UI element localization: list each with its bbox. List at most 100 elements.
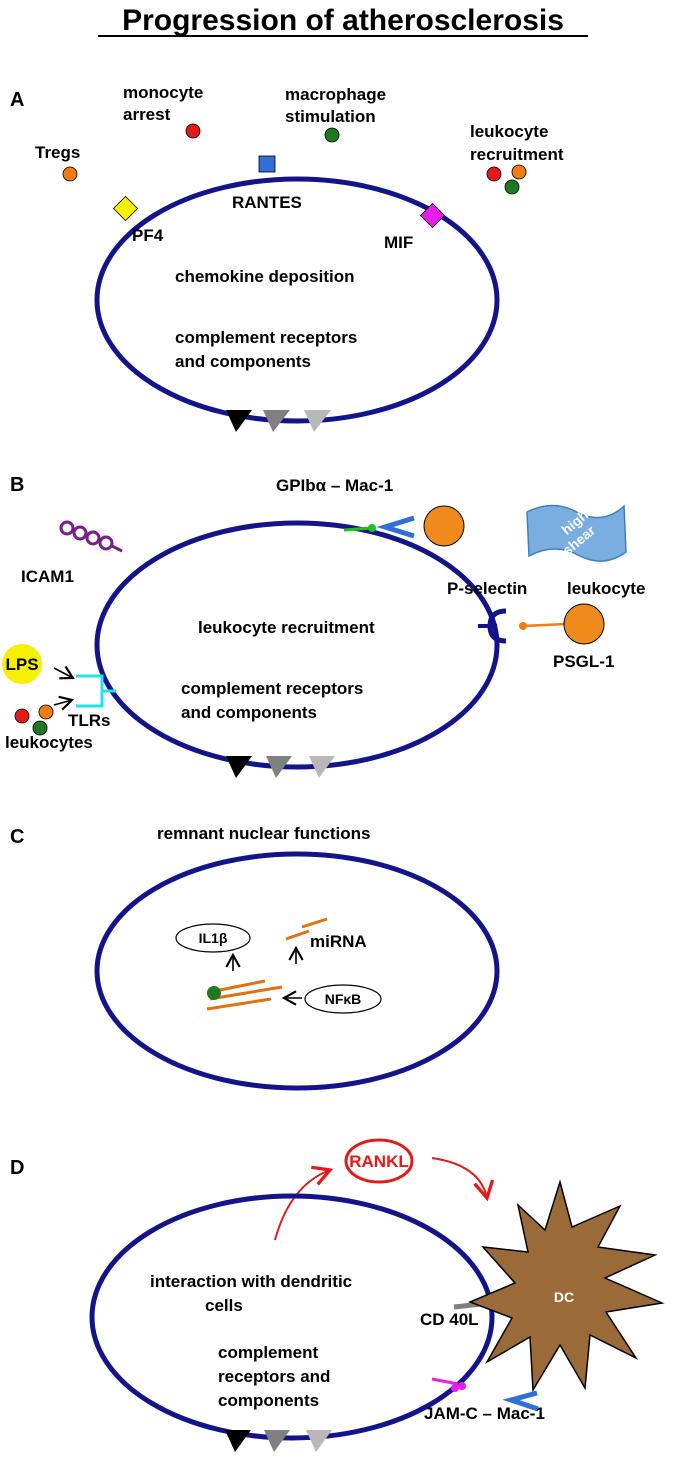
receptor-triangle-lightgray-d [306, 1430, 332, 1452]
pf4-label: PF4 [132, 226, 164, 245]
rankl-out-arrow [431, 1157, 495, 1202]
complement-a-line2: and components [175, 352, 311, 371]
receptor-triangle-gray-b [266, 756, 292, 778]
macrophage-stimulation-line1: macrophage [285, 85, 386, 104]
mac1-receptor-d [502, 1390, 539, 1412]
receptor-triangle-black-d [225, 1430, 251, 1452]
gpib-mac1-label: GPIbα – Mac-1 [276, 476, 393, 495]
leukocytes-red-dot [14, 708, 30, 724]
macrophage-green-dot [324, 127, 340, 143]
complement-b-line2: and components [181, 703, 317, 722]
dendritic-cell-star [467, 1179, 665, 1393]
mif-magenta-diamond [419, 202, 446, 229]
monocyte-red-dot [185, 123, 201, 139]
panel-b-letter: B [10, 474, 24, 496]
leukocyte-right-circle [563, 603, 605, 645]
panel-a-letter: A [10, 89, 24, 111]
leukocyte-top-circle [423, 505, 465, 547]
platelet-membrane-c [94, 851, 500, 1091]
rantes-label: RANTES [232, 193, 302, 212]
receptor-triangle-black-a [226, 410, 252, 432]
leukocyte-recruitment-line2: recruitment [470, 145, 564, 164]
tlrs-label: TLRs [68, 711, 111, 730]
leukocytes-orange-dot [38, 704, 54, 720]
complement-d-line1: complement [218, 1343, 318, 1362]
dc-label: DC [554, 1289, 574, 1305]
mrna-strand-3 [206, 997, 272, 1011]
cd40l-label: CD 40L [420, 1310, 479, 1329]
il1b-ellipse [175, 923, 251, 953]
nfkb-label: NFκB [325, 991, 362, 1007]
jamc-mac1-label: JAM-C – Mac-1 [424, 1404, 545, 1423]
mirna-strand-1 [301, 917, 328, 929]
complement-d-line2: receptors and [218, 1367, 330, 1386]
jamc-knob-1 [451, 1384, 459, 1392]
complement-b-line1: complement receptors [181, 679, 363, 698]
panel-c-letter: C [10, 826, 24, 848]
receptor-triangle-lightgray-a [304, 410, 331, 432]
monocyte-arrest-line1: monocyte [123, 83, 203, 102]
monocyte-arrest-line2: arrest [123, 105, 171, 124]
panel-d-letter: D [10, 1157, 24, 1179]
mac1-receptor-b [376, 515, 415, 539]
gpib-knob [368, 524, 376, 532]
mrna-strand-1 [219, 979, 266, 992]
diagram-title: Progression of atherosclerosis [122, 4, 564, 37]
rankl-ellipse [344, 1138, 414, 1184]
rankl-in-arrow [274, 1165, 334, 1241]
platelet-membrane-b [94, 520, 500, 770]
mrna-strand-2 [209, 985, 283, 1001]
complement-a-line1: complement receptors [175, 328, 357, 347]
leukocytes-green-dot [32, 720, 48, 736]
tlr-bracket [76, 674, 104, 708]
panel-c: C remnant nuclear functions IL1β miRNA N… [10, 824, 500, 1091]
p-selectin-label: P-selectin [447, 579, 527, 598]
tregs-orange-dot [62, 166, 78, 182]
receptor-triangle-gray-d [264, 1430, 290, 1452]
il1b-label: IL1β [199, 930, 228, 946]
receptor-triangle-gray-a [263, 410, 290, 432]
interaction-line2: cells [205, 1296, 243, 1315]
mirna-label: miRNA [310, 932, 367, 951]
chemokine-deposition-label: chemokine deposition [175, 267, 354, 286]
rantes-blue-square [258, 155, 276, 173]
tregs-label: Tregs [35, 143, 80, 162]
receptor-triangle-lightgray-b [309, 756, 335, 778]
recruit-green-dot [504, 179, 520, 195]
pf4-yellow-diamond [112, 195, 139, 222]
interaction-line1: interaction with dendritic [150, 1272, 352, 1291]
platelet-membrane-d [89, 1193, 495, 1441]
ribosome-green-dot [207, 986, 221, 1000]
jamc-knob-2 [458, 1382, 466, 1390]
high-shear-badge: high shear [526, 504, 627, 562]
leukocyte-label: leukocyte [567, 579, 645, 598]
macrophage-stimulation-line2: stimulation [285, 107, 376, 126]
recruit-orange-dot [511, 164, 527, 180]
icam1-chain [59, 520, 123, 553]
mirna-strand-2 [285, 929, 310, 941]
leukocytes-arrow [53, 695, 75, 711]
complement-d-line3: components [218, 1391, 319, 1410]
receptor-triangle-black-b [226, 756, 252, 778]
psgl1-label: PSGL-1 [553, 652, 614, 671]
psgl1-stem [522, 622, 567, 628]
remnant-nuclear-label: remnant nuclear functions [157, 824, 370, 843]
lps-arrow [53, 665, 75, 680]
panel-d: D RANKL interaction with dendritic cells… [10, 1138, 665, 1452]
lps-label: LPS [5, 655, 38, 674]
platelet-membrane-a [94, 176, 500, 424]
icam1-label: ICAM1 [21, 567, 74, 586]
leukocyte-recruitment-label: leukocyte recruitment [198, 618, 375, 637]
jamc-stick [431, 1377, 459, 1386]
rankl-label: RANKL [349, 1152, 409, 1171]
lps-circle [2, 644, 42, 684]
gpib-stick [343, 526, 372, 532]
leukocytes-label: leukocytes [5, 733, 93, 752]
panel-b: B GPIbα – Mac-1 high shear ICAM1 P-selec… [2, 474, 645, 778]
panel-a: A monocyte arrest macrophage stimulation… [10, 83, 564, 432]
recruit-red-dot [486, 166, 502, 182]
nfkb-ellipse [304, 984, 382, 1014]
leukocyte-recruitment-line1: leukocyte [470, 122, 548, 141]
p-selectin-cup [487, 608, 507, 644]
